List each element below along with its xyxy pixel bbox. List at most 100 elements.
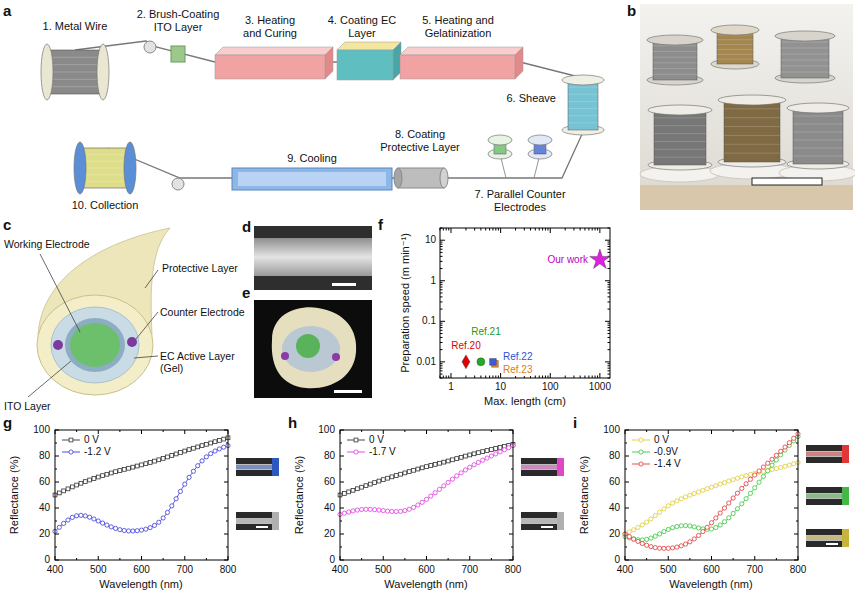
tick-mark <box>597 228 598 231</box>
tick-label-anchor: 600 <box>418 564 435 576</box>
protective-layer <box>37 295 153 395</box>
tick-label: 600 <box>418 564 435 576</box>
spectrum-marker <box>705 487 709 491</box>
spectrum-marker <box>459 471 463 475</box>
spectrum-marker <box>183 482 187 486</box>
spectrum-marker <box>701 529 705 533</box>
legend-entry: 0 V <box>84 434 99 446</box>
spectrum-marker <box>57 525 61 529</box>
tick-mark <box>55 482 59 483</box>
tick-label-anchor: 800 <box>505 564 522 576</box>
tick-mark <box>440 342 443 343</box>
legend-entry: 0 V <box>369 434 384 446</box>
spectrum-marker <box>666 527 670 531</box>
tick-mark <box>530 228 531 231</box>
spool-winding <box>653 74 697 75</box>
tick-label-anchor: 20 <box>39 528 50 540</box>
spool-winding <box>568 108 598 109</box>
spectrum-marker <box>783 445 787 449</box>
spool-winding <box>568 87 598 88</box>
spool-winding <box>534 146 546 147</box>
tick-mark <box>443 228 444 231</box>
tick-mark <box>509 482 513 483</box>
tick-label-anchor: 400 <box>617 564 634 576</box>
tick-mark <box>184 430 185 434</box>
spectrum-marker <box>161 456 165 460</box>
axis-title: Reflectance (%) <box>293 456 306 534</box>
fiber-photo <box>236 512 272 530</box>
spool-symbol <box>648 105 712 170</box>
spectrum-marker <box>740 475 744 479</box>
tick-mark <box>592 376 593 379</box>
spectrum-marker <box>653 513 657 517</box>
spectrum-marker <box>459 455 463 459</box>
spectrum-marker <box>373 508 377 512</box>
fiber-photo-strand <box>806 451 842 457</box>
plot-frame <box>625 430 798 560</box>
spectrum-marker <box>645 543 649 547</box>
tick-mark <box>550 373 551 378</box>
spool-winding <box>724 108 780 109</box>
spool-flange <box>562 75 604 85</box>
tick-mark <box>625 482 629 483</box>
tick-label-anchor: 100 <box>542 381 559 393</box>
spectrum-marker <box>714 525 718 529</box>
spectrum-marker <box>373 481 377 485</box>
spectrum-marker <box>92 477 96 481</box>
legend-entry: 0 V <box>654 434 669 446</box>
panel-letter-anchor: g <box>3 414 12 432</box>
spectrum-marker <box>753 473 757 477</box>
spectrum-marker <box>342 492 346 496</box>
spectrum-marker <box>688 540 692 544</box>
point-annotation: Our work <box>547 254 588 266</box>
tick-mark <box>440 301 443 302</box>
tick-mark <box>495 376 496 379</box>
legend-entry: -1.7 V <box>369 446 396 458</box>
fiber-photo-strand <box>521 464 557 470</box>
legend-label: -1.4 V <box>654 458 681 470</box>
spectrum-marker <box>213 449 217 453</box>
scale-bar <box>541 526 553 528</box>
spool-winding <box>654 125 706 126</box>
tick-mark <box>608 378 611 379</box>
spectrum-plot <box>338 430 515 560</box>
spectrum-plot <box>623 430 800 560</box>
spectrum-marker <box>766 469 770 473</box>
tick-mark <box>608 284 611 285</box>
tick-label: 1000 <box>589 381 611 393</box>
spool-winding <box>47 64 103 65</box>
layer-callout-anchor: Counter Electrode <box>160 306 246 318</box>
tick-mark <box>440 240 445 241</box>
fiber-photo-strand <box>806 535 842 541</box>
brush-coater <box>171 46 185 62</box>
spectrum-marker <box>131 465 135 469</box>
spectrum-marker <box>377 508 381 512</box>
tick-mark <box>141 556 142 560</box>
spectrum-marker <box>351 488 355 492</box>
tick-mark <box>440 309 443 310</box>
tick-mark <box>492 376 493 379</box>
tick-mark <box>340 508 344 509</box>
fiber-photo-tint <box>236 465 272 469</box>
tick-label-anchor: 100 <box>318 424 335 436</box>
spectrum-marker <box>649 545 653 549</box>
spectrum-marker <box>714 484 718 488</box>
spool-winding <box>654 133 706 134</box>
data-point <box>590 249 610 268</box>
tick-label: 500 <box>660 564 677 576</box>
spectrum-marker <box>696 490 700 494</box>
spectrum-marker <box>364 507 368 511</box>
legend-entry: -1.4 V <box>654 458 681 470</box>
tick-label-anchor: 60 <box>39 476 50 488</box>
spectrum-marker <box>632 528 636 532</box>
spectrum-marker <box>105 523 109 527</box>
step-label: 3. Heating and Curing <box>237 14 303 40</box>
fiber-photo <box>806 529 842 547</box>
fiber-photo-tint <box>806 452 842 456</box>
tick-mark <box>550 228 551 233</box>
spectrum-marker <box>399 472 403 476</box>
spectrum-marker <box>407 470 411 474</box>
tick-mark <box>625 456 629 457</box>
color-tab <box>557 512 564 530</box>
spectrum-marker <box>627 534 631 538</box>
